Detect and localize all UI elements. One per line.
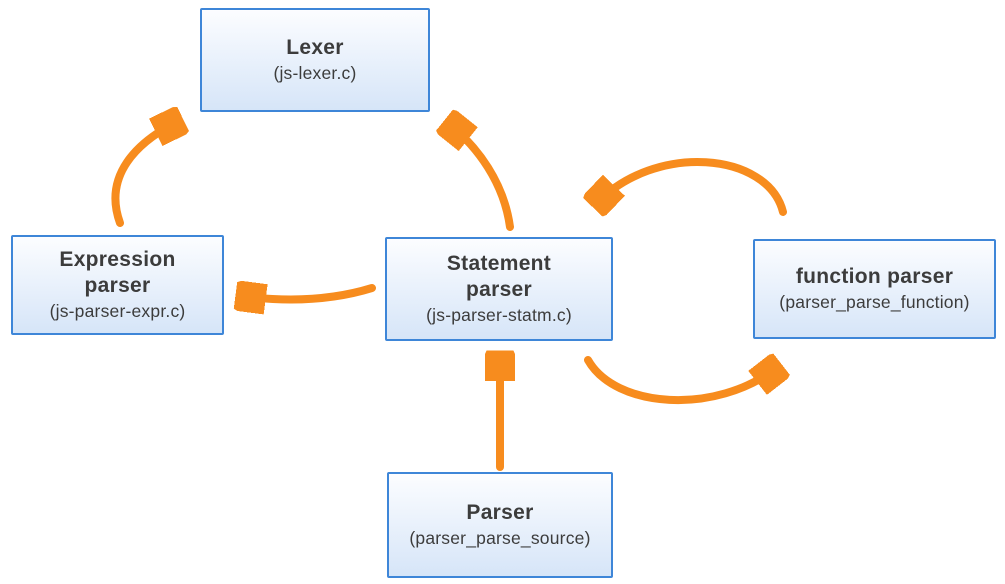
edge-statement-parser-to-function-parser: [584, 360, 778, 405]
node-lexer: Lexer (js-lexer.c): [200, 8, 430, 112]
node-function-parser-title: function parser: [795, 265, 954, 289]
node-lexer-subtitle: (js-lexer.c): [273, 62, 357, 83]
node-expression-parser-subtitle: (js-parser-expr.c): [49, 300, 186, 321]
node-parser-subtitle: (parser_parse_source): [409, 527, 591, 548]
node-parser-title: Parser: [466, 501, 534, 525]
node-statement-parser: Statement parser (js-parser-statm.c): [385, 237, 613, 341]
node-statement-parser-subtitle: (js-parser-statm.c): [426, 304, 572, 325]
edge-expression-parser-to-lexer: [111, 121, 179, 227]
node-lexer-title: Lexer: [286, 36, 344, 60]
node-statement-parser-title: Statement parser: [446, 252, 552, 302]
node-parser: Parser (parser_parse_source): [387, 472, 613, 578]
node-function-parser: function parser (parser_parse_function): [753, 239, 996, 339]
edge-statement-parser-to-expression-parser: [240, 288, 376, 300]
edge-function-parser-to-statement-parser: [596, 158, 787, 212]
node-expression-parser-title: Expression parser: [59, 248, 176, 298]
node-function-parser-subtitle: (parser_parse_function): [779, 291, 970, 312]
edge-statement-parser-to-lexer: [448, 123, 514, 231]
node-expression-parser: Expression parser (js-parser-expr.c): [11, 235, 224, 335]
